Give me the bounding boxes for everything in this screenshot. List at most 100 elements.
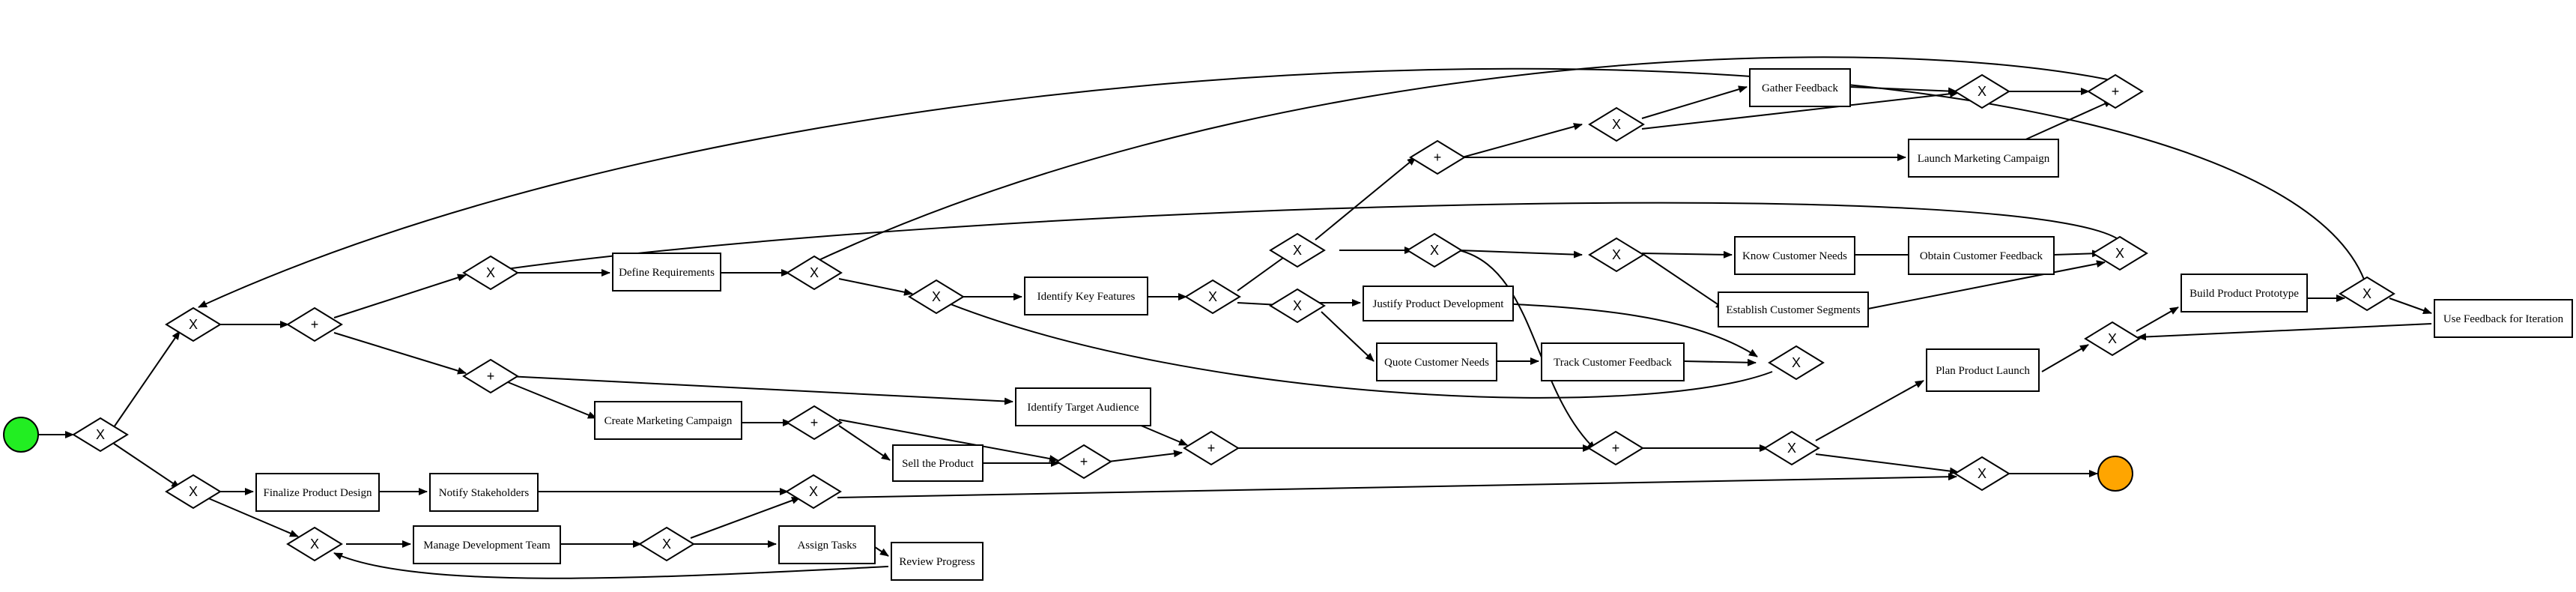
task-create-marketing-campaign: Create Marketing Campaign [594, 401, 742, 440]
gateway-symbol: X [1978, 466, 1986, 481]
gateway-symbol: X [1787, 441, 1796, 456]
task-label: Launch Marketing Campaign [1918, 153, 2050, 165]
gateway-exclusive: X [1954, 456, 2010, 492]
gateway-exclusive: X [1763, 430, 1820, 466]
task-obtain-customer-feedback: Obtain Customer Feedback [1908, 236, 2055, 275]
gateway-parallel: + [1183, 430, 1240, 466]
task-notify-stakeholders: Notify Stakeholders [429, 473, 539, 512]
gateway-symbol: X [189, 317, 198, 332]
gateway-symbol: X [2115, 246, 2124, 261]
gateway-symbol: X [932, 289, 941, 304]
gateway-exclusive: X [2339, 276, 2395, 312]
gateway-symbol: X [2363, 286, 2372, 301]
gateway-symbol: X [310, 537, 319, 552]
gateway-symbol: X [486, 265, 495, 280]
task-label: Justify Product Development [1373, 298, 1505, 310]
gateway-exclusive: X [786, 255, 843, 291]
gateway-exclusive: X [1269, 232, 1326, 268]
gateway-symbol: X [810, 265, 819, 280]
gateway-symbol: X [2108, 331, 2117, 346]
gateway-symbol: X [1293, 298, 1302, 313]
task-label: Build Product Prototype [2189, 288, 2299, 300]
gateway-parallel: + [462, 358, 519, 394]
gateway-exclusive: X [286, 526, 343, 562]
task-assign-tasks: Assign Tasks [778, 525, 876, 564]
task-label: Quote Customer Needs [1384, 357, 1489, 369]
gateway-exclusive: X [1269, 288, 1326, 324]
task-quote-customer-needs: Quote Customer Needs [1376, 342, 1497, 381]
task-label: Identify Target Audience [1027, 402, 1139, 414]
gateway-symbol: + [311, 317, 319, 332]
gateway-symbol: + [1080, 454, 1088, 469]
edges [38, 56, 2432, 579]
task-label: Plan Product Launch [1936, 365, 2030, 377]
gateway-parallel: + [2087, 73, 2144, 109]
task-establish-customer-segments: Establish Customer Segments [1718, 292, 1869, 327]
gateway-exclusive: X [1406, 232, 1463, 268]
gateway-exclusive: X [1588, 237, 1645, 273]
gateway-exclusive: X [2084, 321, 2141, 357]
gateway-parallel: + [1055, 444, 1112, 480]
gateway-exclusive: X [165, 306, 222, 342]
gateway-exclusive: X [1184, 279, 1241, 315]
task-label: Finalize Product Design [264, 487, 372, 499]
gateway-symbol: X [662, 537, 671, 552]
task-plan-product-launch: Plan Product Launch [1926, 348, 2040, 392]
gateway-exclusive: X [908, 279, 965, 315]
gateway-symbol: + [2112, 84, 2120, 99]
gateway-symbol: X [1792, 355, 1801, 370]
tasks: Define Requirements Identify Key Feature… [255, 68, 2573, 581]
gateway-parallel: + [1587, 430, 1644, 466]
gateway-exclusive: X [462, 255, 519, 291]
gateway-symbol: + [487, 369, 495, 384]
task-label: Use Feedback for Iteration [2443, 313, 2564, 325]
task-justify-product-development: Justify Product Development [1363, 286, 1514, 321]
gateway-symbol: X [1293, 243, 1302, 258]
task-track-customer-feedback: Track Customer Feedback [1541, 342, 1685, 381]
gateway-exclusive: X [1954, 73, 2010, 109]
gateway-parallel: + [1409, 139, 1466, 175]
gateway-symbol: X [1612, 117, 1621, 132]
task-identify-target-audience: Identify Target Audience [1015, 387, 1151, 426]
gateway-symbol: X [189, 484, 198, 499]
gateway-symbol: + [810, 415, 819, 430]
gateway-symbol: X [1978, 84, 1986, 99]
task-label: Manage Development Team [423, 540, 551, 552]
gateway-parallel: + [286, 306, 343, 342]
task-label: Create Marketing Campaign [604, 415, 733, 427]
task-review-progress: Review Progress [891, 542, 984, 581]
gateway-symbol: X [1430, 243, 1439, 258]
gateway-exclusive: X [72, 417, 129, 453]
start-event [3, 417, 39, 453]
task-label: Notify Stakeholders [439, 487, 530, 499]
task-label: Establish Customer Segments [1726, 304, 1860, 316]
gateway-exclusive: X [638, 526, 695, 562]
gateway-symbol: + [1207, 441, 1216, 456]
task-label: Identify Key Features [1037, 291, 1136, 303]
task-gather-feedback: Gather Feedback [1749, 68, 1851, 107]
gateway-exclusive: X [165, 474, 222, 510]
gateway-symbol: X [809, 484, 818, 499]
task-label: Know Customer Needs [1742, 250, 1847, 262]
gateway-symbol: X [1208, 289, 1217, 304]
gateways: X X X + X + X X X X X + X X X X + X X + … [72, 73, 2395, 562]
gateway-exclusive: X [2091, 235, 2148, 271]
gateway-parallel: + [786, 405, 843, 441]
task-define-requirements: Define Requirements [612, 253, 721, 292]
task-label: Track Customer Feedback [1554, 357, 1672, 369]
task-use-feedback-for-iteration: Use Feedback for Iteration [2434, 299, 2573, 338]
gateway-exclusive: X [1768, 345, 1825, 381]
task-know-customer-needs: Know Customer Needs [1734, 236, 1855, 275]
task-label: Gather Feedback [1762, 82, 1839, 94]
task-sell-the-product: Sell the Product [892, 444, 984, 482]
task-label: Define Requirements [619, 267, 715, 279]
end-event [2097, 456, 2133, 492]
task-build-product-prototype: Build Product Prototype [2180, 274, 2308, 312]
task-finalize-product-design: Finalize Product Design [255, 473, 380, 512]
task-identify-key-features: Identify Key Features [1024, 277, 1148, 315]
task-label: Obtain Customer Feedback [1920, 250, 2043, 262]
gateway-symbol: + [1434, 150, 1442, 165]
gateway-symbol: + [1612, 441, 1620, 456]
task-manage-development-team: Manage Development Team [413, 525, 561, 564]
